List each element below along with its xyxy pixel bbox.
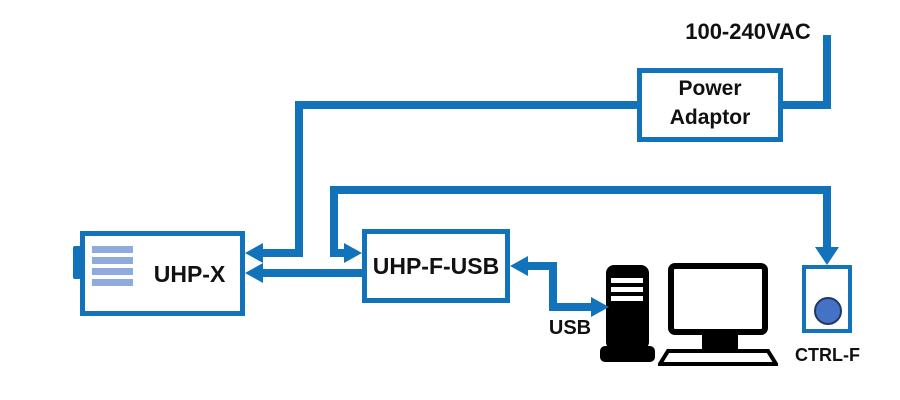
monitor-stand xyxy=(702,333,738,350)
uhp-f-usb-label: UHP-F-USB xyxy=(372,253,500,279)
power-adaptor-label-line2: Adaptor xyxy=(669,106,751,129)
tower-vent-stripe xyxy=(611,278,643,283)
arrowhead-power-into-uhp-x xyxy=(245,243,263,263)
arrowhead-usb-into-uhp-f-usb xyxy=(510,256,528,276)
uhp-x-vent-bar xyxy=(92,279,133,286)
ctrl-f-label: CTRL-F xyxy=(795,345,860,365)
uhp-f-usb-box xyxy=(362,229,510,303)
uhp-x-vent-bar xyxy=(92,246,133,253)
usb-line-bottom-horizontal xyxy=(549,303,593,311)
uhp-x-vent-bar xyxy=(92,268,133,275)
power-line-horizontal xyxy=(295,101,637,109)
computer-tower-base xyxy=(600,346,655,362)
distribution-line-right-vertical xyxy=(823,186,831,247)
computer-tower-icon xyxy=(606,265,649,350)
data-line-uhpf-to-uhpx xyxy=(261,269,362,277)
uhp-x-connector-tab xyxy=(73,246,81,279)
monitor-base xyxy=(658,349,778,366)
uhp-x-label: UHP-X xyxy=(153,261,226,287)
ac-line-vertical xyxy=(823,35,831,109)
arrowhead-into-ctrl-f xyxy=(815,247,839,265)
usb-line-top-horizontal xyxy=(526,262,557,270)
power-line-vertical xyxy=(295,101,303,257)
tower-vent-stripe xyxy=(611,287,643,292)
distribution-line-left-stub xyxy=(336,249,346,257)
power-adaptor-box xyxy=(637,68,783,142)
ac-voltage-label: 100-240VAC xyxy=(685,19,811,44)
computer-monitor-icon xyxy=(668,263,768,335)
distribution-line-left-vertical xyxy=(330,186,338,257)
uhp-x-vent-bar xyxy=(92,257,133,264)
distribution-line-horizontal xyxy=(330,186,831,194)
arrowhead-data-into-uhp-x xyxy=(245,263,263,283)
power-adaptor-label-line1: Power xyxy=(678,77,742,100)
usb-line-vertical xyxy=(549,262,557,311)
ac-line-stub xyxy=(783,101,831,109)
ctrl-f-button-icon xyxy=(814,297,842,325)
arrowhead-usb-into-computer xyxy=(591,297,609,317)
tower-vent-stripe xyxy=(611,296,643,301)
power-line-stub xyxy=(261,249,303,257)
usb-label: USB xyxy=(548,317,592,339)
arrowhead-into-uhp-f-usb-left xyxy=(344,243,362,263)
